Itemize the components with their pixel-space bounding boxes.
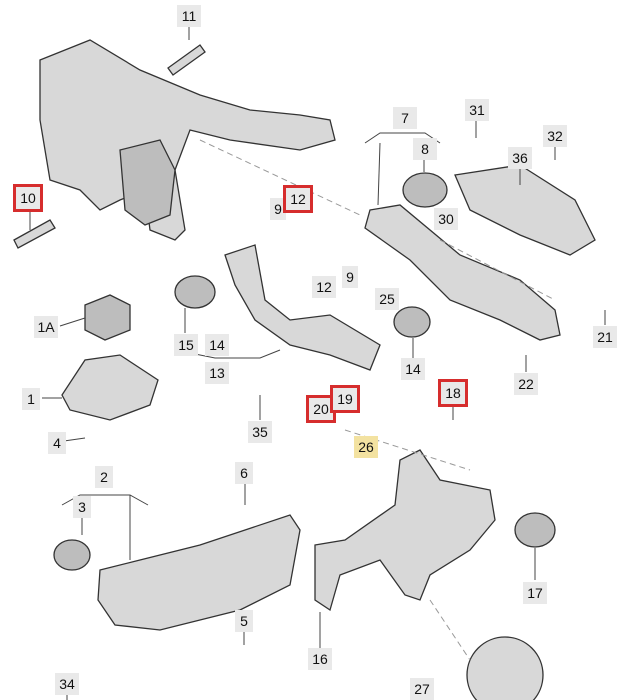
callout-22: 22	[514, 373, 538, 395]
mount-bracket-1	[61, 354, 159, 421]
bolt-11	[167, 44, 206, 76]
callout-4: 4	[48, 432, 66, 454]
callout-14b: 14	[401, 358, 425, 380]
callout-18: 18	[438, 379, 468, 407]
callout-30: 30	[434, 208, 458, 230]
callout-12b: 12	[312, 276, 336, 298]
callout-25: 25	[375, 288, 399, 310]
wheel-knuckle	[314, 449, 496, 612]
trailing-arm-2	[97, 514, 301, 631]
rear-subframe	[39, 39, 336, 241]
callout-9b: 9	[342, 266, 358, 288]
bushing-15	[174, 275, 216, 309]
bushing-17	[514, 512, 556, 548]
callout-19: 19	[330, 385, 360, 413]
callout-13: 13	[205, 362, 229, 384]
callout-8: 8	[413, 138, 437, 160]
callout-17: 17	[523, 582, 547, 604]
callout-12: 12	[283, 185, 313, 213]
callout-16: 16	[308, 648, 332, 670]
callout-10: 10	[13, 184, 43, 212]
callout-32: 32	[543, 125, 567, 147]
subframe-bracket	[119, 139, 176, 226]
callout-3: 3	[73, 496, 91, 518]
upper-control-arm	[224, 244, 381, 371]
callout-15: 15	[174, 334, 198, 356]
wheel-hub	[466, 636, 544, 700]
lower-control-arm	[364, 204, 561, 341]
callout-20: 20	[306, 395, 336, 423]
callout-11: 11	[177, 5, 201, 27]
callout-21: 21	[593, 326, 617, 348]
callout-34: 34	[55, 673, 79, 695]
bushing-14	[393, 306, 431, 338]
bolt-10	[13, 219, 56, 249]
callout-2: 2	[95, 466, 113, 488]
callout-9: 9	[270, 198, 286, 220]
spring-seat-36	[454, 164, 596, 256]
rubber-mount-1A	[84, 294, 131, 341]
callout-35: 35	[248, 421, 272, 443]
callout-7: 7	[393, 107, 417, 129]
callout-5: 5	[235, 610, 253, 632]
bushing-3	[53, 539, 91, 571]
callout-27: 27	[410, 678, 434, 700]
callout-31: 31	[465, 99, 489, 121]
bushing-8	[402, 172, 448, 208]
callout-36: 36	[508, 147, 532, 169]
callout-14: 14	[205, 334, 229, 356]
callout-26: 26	[354, 436, 378, 458]
callout-1: 1	[22, 388, 40, 410]
callout-6: 6	[235, 462, 253, 484]
callout-1A: 1A	[34, 316, 58, 338]
